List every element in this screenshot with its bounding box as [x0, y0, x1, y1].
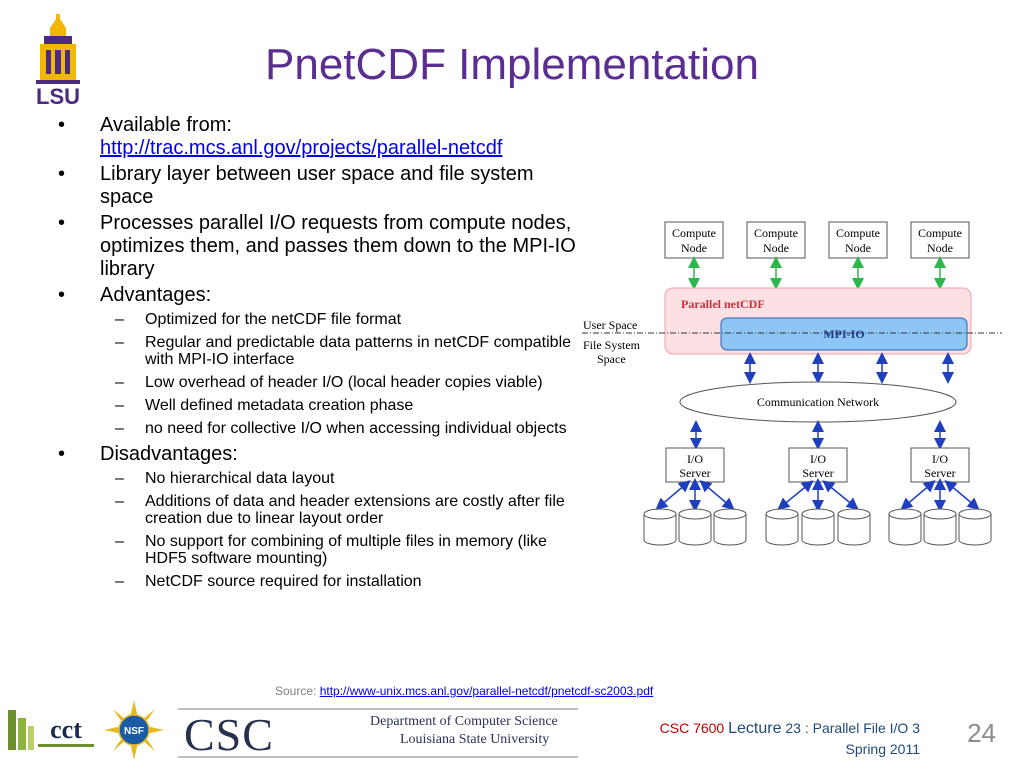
course-code: CSC 7600	[659, 720, 725, 736]
svg-text:NSF: NSF	[124, 726, 144, 737]
svg-text:I/O: I/O	[932, 452, 948, 466]
io-disk-arrows	[655, 478, 980, 512]
svg-text:LSU: LSU	[36, 84, 80, 106]
storage-disks	[643, 508, 992, 546]
bullet-library-layer: • Library layer between user space and f…	[58, 163, 534, 208]
pnetcdf-link[interactable]: http://trac.mcs.anl.gov/projects/paralle…	[100, 137, 503, 159]
bullet-text: Advantages:	[100, 284, 212, 306]
disk-icon	[888, 508, 922, 546]
source-citation: Source: http://www-unix.mcs.anl.gov/para…	[275, 684, 654, 698]
term: Spring 2011	[845, 741, 920, 757]
svg-text:Server: Server	[802, 466, 833, 480]
csc-logo-text: CSC	[184, 709, 274, 760]
lsu-logo: LSU	[36, 14, 80, 106]
user-space-label: User Space	[583, 318, 637, 332]
mpi-network-arrows	[744, 352, 954, 384]
mpi-io-layer	[720, 317, 968, 351]
disk-icon	[837, 508, 871, 546]
svg-text:cct: cct	[50, 715, 82, 744]
pnetcdf-architecture-diagram: Compute Node Compute Node Compute Node C…	[582, 221, 1002, 546]
bullet-disadvantages: • Disadvantages: –No hierarchical data l…	[56, 443, 586, 590]
svg-text:I/O: I/O	[687, 452, 703, 466]
course-info: CSC 7600 Lecture 23 : Parallel File I/O …	[659, 720, 920, 757]
io-server: I/O Server	[910, 447, 970, 483]
department-name: Department of Computer Science	[370, 714, 558, 729]
disk-icon	[923, 508, 957, 546]
disk-icon	[958, 508, 992, 546]
svg-text:Compute: Compute	[672, 226, 716, 240]
svg-text:Node: Node	[681, 241, 707, 255]
network-io-arrows	[690, 420, 946, 450]
svg-text:Node: Node	[845, 241, 871, 255]
page-number: 24	[967, 718, 996, 748]
svg-text:Node: Node	[927, 241, 953, 255]
compute-node: Compute Node	[664, 221, 724, 259]
compute-node: Compute Node	[746, 221, 806, 259]
disk-icon	[765, 508, 799, 546]
bullet-processes: • Processes parallel I/O requests from c…	[58, 212, 576, 280]
slide-title: PnetCDF Implementation	[265, 40, 759, 89]
svg-text:Compute: Compute	[836, 226, 880, 240]
parallel-netcdf-label: Parallel netCDF	[681, 297, 765, 311]
disadvantages-list: –No hierarchical data layout –Additions …	[100, 470, 586, 590]
mpi-io-label: MPI-IO	[823, 327, 864, 341]
bullet-text: Processes parallel I/O requests from com…	[100, 212, 576, 280]
svg-text:Compute: Compute	[918, 226, 962, 240]
cct-logo: cct	[8, 710, 94, 750]
disk-icon	[678, 508, 712, 546]
svg-text:Server: Server	[924, 466, 955, 480]
io-server: I/O Server	[788, 447, 848, 483]
fs-space-label-1: File System	[583, 338, 641, 352]
disadvantage-item: –NetCDF source required for installation	[115, 573, 422, 590]
disadvantage-item: –No support for combining of multiple fi…	[115, 533, 547, 567]
disk-icon	[643, 508, 677, 546]
compute-node: Compute Node	[910, 221, 970, 259]
csc-banner: CSC Department of Computer Science Louis…	[178, 708, 578, 760]
compute-node: Compute Node	[828, 221, 888, 259]
bullet-text: Available from:	[100, 114, 232, 136]
io-server: I/O Server	[665, 447, 725, 483]
bullet-text: Library layer between user space and fil…	[100, 163, 534, 208]
compute-arrows	[688, 256, 946, 290]
svg-text:I/O: I/O	[810, 452, 826, 466]
source-link[interactable]: http://www-unix.mcs.anl.gov/parallel-net…	[319, 684, 654, 698]
advantage-item: –no need for collective I/O when accessi…	[115, 420, 567, 437]
svg-text:Node: Node	[763, 241, 789, 255]
advantage-item: –Low overhead of header I/O (local heade…	[115, 374, 543, 391]
advantage-item: –Optimized for the netCDF file format	[115, 311, 402, 328]
disadvantage-item: –No hierarchical data layout	[115, 470, 335, 487]
nsf-logo: NSF	[104, 700, 164, 760]
advantages-list: –Optimized for the netCDF file format –R…	[100, 311, 586, 437]
advantage-item: –Regular and predictable data patterns i…	[115, 334, 572, 368]
svg-text:Communication Network: Communication Network	[757, 395, 879, 409]
bullet-advantages: • Advantages: –Optimized for the netCDF …	[56, 284, 586, 437]
svg-text:Server: Server	[679, 466, 710, 480]
bullet-available: • Available from: http://trac.mcs.anl.go…	[58, 114, 503, 159]
disk-icon	[713, 508, 747, 546]
advantage-item: –Well defined metadata creation phase	[115, 397, 414, 414]
fs-space-label-2: Space	[597, 352, 626, 366]
bullet-list: • Available from: http://trac.mcs.anl.go…	[56, 114, 586, 596]
disadvantage-item: –Additions of data and header extensions…	[115, 493, 565, 527]
svg-text:Compute: Compute	[754, 226, 798, 240]
bullet-text: Disadvantages:	[100, 443, 238, 465]
disk-icon	[801, 508, 835, 546]
university-name: Louisiana State University	[400, 732, 550, 747]
